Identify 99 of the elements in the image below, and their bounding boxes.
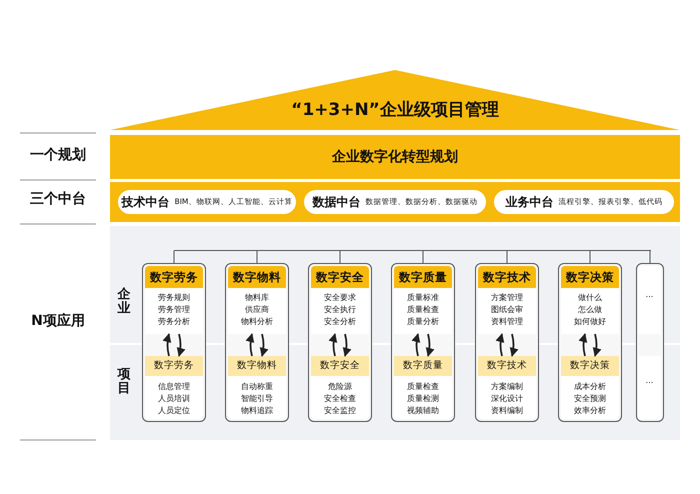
more-card: [636, 263, 664, 422]
sub-heading: 数字技术: [478, 356, 536, 376]
arrow: [176, 334, 186, 357]
list-item: 方案编制: [490, 381, 524, 393]
module-section: [561, 356, 619, 419]
module-card: [558, 263, 622, 422]
list-item: 成本分析: [573, 381, 607, 393]
list-item: 物料分析: [240, 316, 274, 328]
module-section: [394, 266, 452, 334]
list-item: 物料库: [244, 292, 270, 304]
module-section: [145, 266, 203, 334]
bus-line: [174, 250, 650, 251]
sub-heading: 数字劳务: [145, 356, 203, 376]
platform-pill: [118, 190, 296, 214]
arrow: [412, 333, 420, 356]
list-item: 做什么: [577, 292, 603, 304]
list-item: 信息管理: [157, 381, 191, 393]
list-item: 如何做好: [573, 316, 607, 328]
module-section: [478, 266, 536, 334]
list-item: 供应商: [244, 304, 270, 316]
arrow: [496, 333, 504, 356]
module-heading: 数字物料: [228, 266, 286, 288]
list-item: 质量分析: [406, 316, 440, 328]
list-item: 图纸会审: [490, 304, 524, 316]
pill-heading: 技术中台: [122, 194, 170, 210]
platform-pill: [304, 190, 486, 214]
arrow: [510, 334, 518, 357]
list-item: 资料编制: [490, 405, 524, 417]
list-item: 深化设计: [490, 393, 524, 405]
plan-band: [110, 135, 680, 179]
list-item: 危险源: [327, 381, 353, 393]
pill-heading: 业务中台: [506, 194, 554, 210]
list-item: 物料追踪: [240, 405, 274, 417]
list-item: 智能引导: [240, 393, 274, 405]
band-title: 企业数字化转型规划: [332, 148, 458, 166]
module-heading: 数字决策: [561, 266, 619, 288]
row-label: N项应用: [30, 314, 86, 330]
sub-heading: 数字安全: [311, 356, 369, 376]
list-item: 质量标准: [406, 292, 440, 304]
sub-heading: 数字质量: [394, 356, 452, 376]
sub-heading: 数字决策: [561, 356, 619, 376]
module-section: [561, 266, 619, 334]
list-item: 视频辅助: [406, 405, 440, 417]
connector-line: [422, 250, 424, 264]
ellipsis-text: ...: [638, 356, 661, 419]
arrow: [162, 333, 172, 356]
pill-heading: 数据中台: [312, 194, 360, 210]
list-item: 劳务管理: [157, 304, 191, 316]
arrow: [342, 334, 352, 357]
module-card: [225, 263, 289, 422]
row-label: 三个中台: [29, 192, 87, 208]
list-item: 质量检测: [406, 393, 440, 405]
side-label: 企业: [116, 288, 132, 317]
list-item: 安全要求: [323, 292, 357, 304]
module-heading: 数字劳务: [145, 266, 203, 288]
list-item: 自动称重: [240, 381, 274, 393]
module-section: [145, 356, 203, 419]
ellipsis-text: ...: [638, 266, 661, 334]
list-item: 安全监控: [323, 405, 357, 417]
arrow: [328, 333, 338, 356]
list-item: 质量检查: [406, 304, 440, 316]
list-item: 效率分析: [573, 405, 607, 417]
list-item: 劳务分析: [157, 316, 191, 328]
list-item: 安全检查: [323, 393, 357, 405]
module-heading: 数字安全: [311, 266, 369, 288]
list-item: 人员培训: [157, 393, 191, 405]
module-card: [475, 263, 539, 422]
module-section: [228, 266, 286, 334]
list-item: 怎么做: [577, 304, 603, 316]
module-section: [228, 356, 286, 419]
module-section: [478, 356, 536, 419]
module-card: [308, 263, 372, 422]
list-item: 劳务规则: [157, 292, 191, 304]
connector-line: [256, 250, 258, 264]
module-card: [142, 263, 206, 422]
arrow: [426, 334, 434, 357]
list-item: 方案管理: [490, 292, 524, 304]
platform-pill: [494, 190, 674, 214]
module-heading: 数字技术: [478, 266, 536, 288]
arrow: [260, 334, 268, 357]
sub-heading: 数字物料: [228, 356, 286, 376]
module-section: [311, 356, 369, 419]
list-item: 安全预测: [573, 393, 607, 405]
row-label: 一个规划: [29, 148, 87, 164]
arrow: [246, 333, 254, 356]
list-item: 安全执行: [323, 304, 357, 316]
arrow: [592, 334, 602, 357]
module-card: [391, 263, 455, 422]
list-item: 安全分析: [323, 316, 357, 328]
side-label: 项目: [116, 368, 132, 397]
arrow: [578, 333, 588, 356]
module-heading: 数字质量: [394, 266, 452, 288]
title: “1+3+N”企业级项目管理: [290, 99, 500, 121]
list-item: 资料管理: [490, 316, 524, 328]
list-item: 质量检查: [406, 381, 440, 393]
module-section: [394, 356, 452, 419]
list-item: 人员定位: [157, 405, 191, 417]
module-section: [311, 266, 369, 334]
connector-line: [506, 250, 508, 264]
